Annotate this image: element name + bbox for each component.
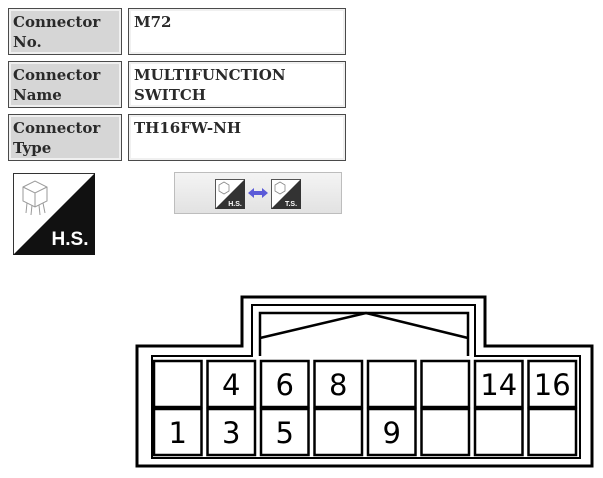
terminal-number: 5 (276, 416, 294, 450)
view-toggle-button[interactable]: H.S. T.S. (174, 172, 342, 214)
terminal-number: 16 (534, 368, 571, 402)
terminal-cell (259, 407, 310, 457)
terminal-number: 3 (222, 416, 240, 450)
terminal-cell (527, 359, 578, 409)
harness-side-mini-icon: H.S. (215, 179, 245, 209)
harness-side-icon: H.S. (13, 173, 95, 255)
terminal-cell (152, 359, 203, 409)
terminal-number: 1 (169, 416, 187, 450)
terminal-number: 8 (329, 368, 347, 402)
connector-name-label: Connector Name (8, 61, 122, 108)
swap-arrows-icon (248, 188, 268, 198)
connector-type-label: Connector Type (8, 114, 122, 161)
terminal-cell (420, 359, 471, 409)
connector-housing (135, 295, 594, 468)
terminal-number: 4 (222, 368, 240, 402)
terminal-cell (473, 359, 524, 409)
terminal-cell (152, 407, 203, 457)
connector-no-value: M72 (128, 8, 346, 55)
terminal-number: 14 (480, 368, 517, 402)
terminal-cell (206, 359, 257, 409)
terminal-cell (366, 359, 417, 409)
hs-tag: H.S. (228, 201, 242, 208)
terminal-cell (313, 359, 364, 409)
terminal-cell (206, 407, 257, 457)
terminal-numbers: 4 6 8 14 16 1 3 5 9 (169, 368, 571, 450)
connector-no-label: Connector No. (8, 8, 122, 55)
terminal-grid (152, 359, 578, 457)
terminal-number: 9 (383, 416, 401, 450)
terminal-cell (259, 359, 310, 409)
terminal-cell (313, 407, 364, 457)
connector-name-value: MULTIFUNCTION SWITCH (128, 61, 346, 108)
terminal-side-mini-icon: T.S. (271, 179, 301, 209)
hs-icon-text: H.S. (52, 229, 89, 250)
terminal-cell (366, 407, 417, 457)
terminal-cell (473, 407, 524, 457)
terminal-cell (420, 407, 471, 457)
terminal-number: 6 (276, 368, 294, 402)
terminal-cell (527, 407, 578, 457)
ts-tag: T.S. (285, 201, 297, 208)
connector-type-value: TH16FW-NH (128, 114, 346, 161)
